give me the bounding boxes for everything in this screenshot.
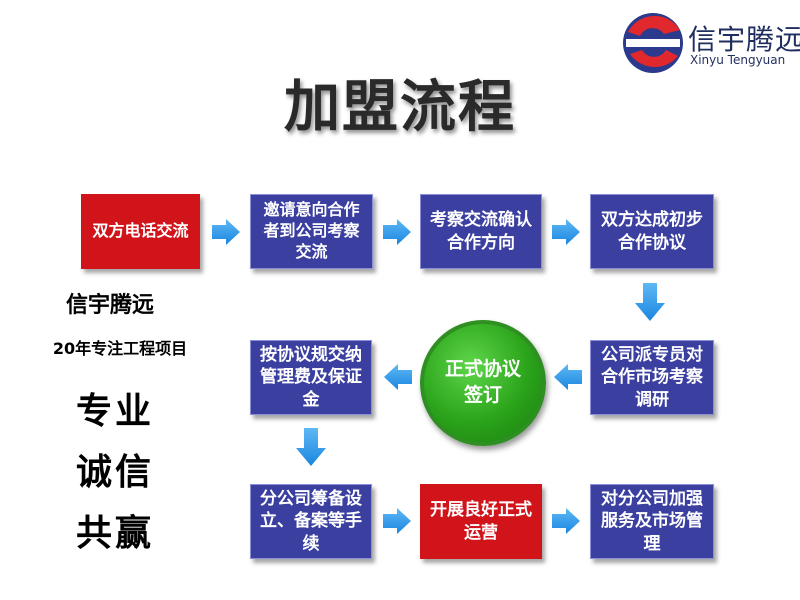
arrow-right-icon <box>383 508 411 534</box>
value-professional: 专业 <box>75 391 154 432</box>
step-branch-service-label: 对分公司加强服务及市场管理 <box>601 489 703 554</box>
arrow-down-icon <box>635 283 665 321</box>
step-branch-service: 对分公司加强服务及市场管理 <box>590 484 714 559</box>
value-integrity: 诚信 <box>75 452 154 493</box>
arrow-right-icon <box>552 219 580 245</box>
arrow-right-icon <box>383 219 411 245</box>
logo-mark-icon <box>623 13 683 73</box>
step-formal-signing-label: 正式协议签订 <box>444 358 521 406</box>
step-invite-visit-label: 邀请意向合作者到公司考察交流 <box>263 200 360 261</box>
step-branch-setup: 分公司筹备设立、备案等手续 <box>250 484 372 559</box>
step-market-research-label: 公司派专员对合作市场考察调研 <box>601 345 703 410</box>
step-preliminary-agreement-label: 双方达成初步合作协议 <box>601 210 703 253</box>
step-pay-fees: 按协议规交纳管理费及保证金 <box>250 340 372 415</box>
company-logo: 信宇腾远 Xinyu Tengyuan <box>620 8 800 78</box>
step-formal-operation: 开展良好正式运营 <box>420 484 542 559</box>
value-win-win: 共赢 <box>75 513 154 554</box>
step-pay-fees-label: 按协议规交纳管理费及保证金 <box>260 345 362 410</box>
logo-name-cn: 信宇腾远 <box>688 23 800 56</box>
step-branch-setup-label: 分公司筹备设立、备案等手续 <box>260 489 362 554</box>
step-confirm-direction-label: 考察交流确认合作方向 <box>430 210 532 253</box>
arrow-right-icon <box>552 508 580 534</box>
step-preliminary-agreement: 双方达成初步合作协议 <box>590 194 714 269</box>
logo-name-en: Xinyu Tengyuan <box>690 53 786 67</box>
arrow-left-icon <box>554 364 582 390</box>
arrow-left-icon <box>384 364 412 390</box>
arrow-right-icon <box>212 219 240 245</box>
step-phone-exchange-label: 双方电话交流 <box>92 221 189 241</box>
page-title: 加盟流程 <box>284 75 516 140</box>
arrow-down-icon <box>296 428 326 466</box>
step-phone-exchange: 双方电话交流 <box>81 194 200 269</box>
step-formal-operation-label: 开展良好正式运营 <box>430 500 532 543</box>
step-formal-signing: 正式协议签订 <box>420 320 546 446</box>
brand-name: 信宇腾远 <box>65 293 154 318</box>
step-market-research: 公司派专员对合作市场考察调研 <box>590 340 714 415</box>
brand-tagline: 20年专注工程项目 <box>52 339 188 358</box>
step-invite-visit: 邀请意向合作者到公司考察交流 <box>250 194 373 269</box>
step-confirm-direction: 考察交流确认合作方向 <box>420 194 542 269</box>
